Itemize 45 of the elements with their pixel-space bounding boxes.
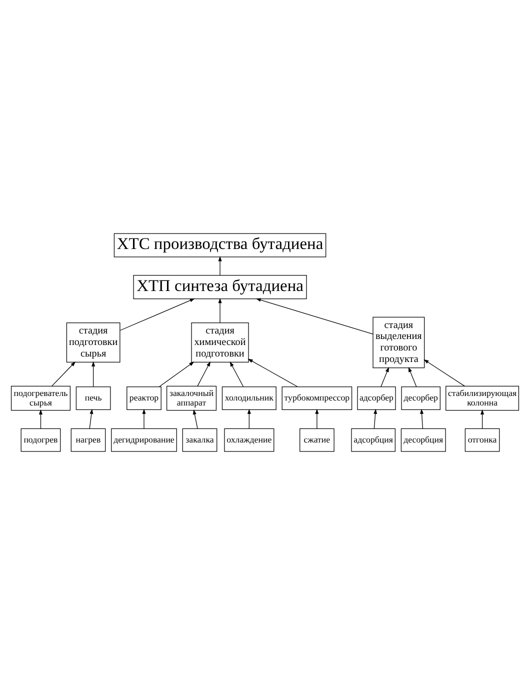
arrow xyxy=(120,298,195,331)
arrow xyxy=(92,361,96,387)
node-box: сжатие xyxy=(300,428,334,452)
node-box: реактор xyxy=(126,386,162,410)
node-box: турбокомпрессор xyxy=(282,386,352,410)
arrow xyxy=(256,298,374,334)
node-box: нагрев xyxy=(70,428,106,452)
arrow xyxy=(52,361,76,386)
arrow xyxy=(247,408,251,429)
arrow xyxy=(192,409,198,429)
node-box: адсорбция xyxy=(351,428,396,452)
node-box: десорбер xyxy=(401,386,440,410)
node-box: стадия подготовки сырья xyxy=(66,322,120,362)
arrow xyxy=(380,366,389,387)
arrow xyxy=(315,408,319,429)
node-box: подогрев xyxy=(20,428,61,452)
arrow xyxy=(374,408,378,429)
arrow xyxy=(218,256,222,276)
node-box: стабилизирующая колонна xyxy=(446,386,520,411)
arrow xyxy=(424,359,466,387)
node-box: закалочный аппарат xyxy=(166,386,217,411)
arrow xyxy=(89,408,94,429)
arrow xyxy=(142,408,146,429)
node-box: дегидрирование xyxy=(111,428,177,452)
arrow xyxy=(248,358,298,388)
arrow xyxy=(420,408,424,429)
arrow xyxy=(218,298,222,323)
node-box: закалка xyxy=(182,428,218,452)
node-box: стадия выделения готового продукта xyxy=(372,316,425,368)
node-box: печь xyxy=(76,386,111,410)
node-box: охлаждение xyxy=(224,428,274,452)
node-box: ХТП синтеза бутадиена xyxy=(133,275,307,300)
node-box: адсорбер xyxy=(357,386,396,410)
node-box: отгонка xyxy=(464,428,500,452)
arrow xyxy=(197,361,210,386)
node-box: ХТС производства бутадиена xyxy=(114,233,326,258)
node-box: десорбция xyxy=(400,428,446,452)
node-box: подогреватель сырья xyxy=(10,386,70,411)
arrow xyxy=(408,366,417,387)
arrow xyxy=(230,361,244,387)
arrow xyxy=(480,409,484,429)
arrow xyxy=(158,362,194,388)
node-box: стадия химической подготовки xyxy=(191,322,249,362)
arrow xyxy=(38,409,43,429)
node-box: холодильник xyxy=(222,386,276,410)
